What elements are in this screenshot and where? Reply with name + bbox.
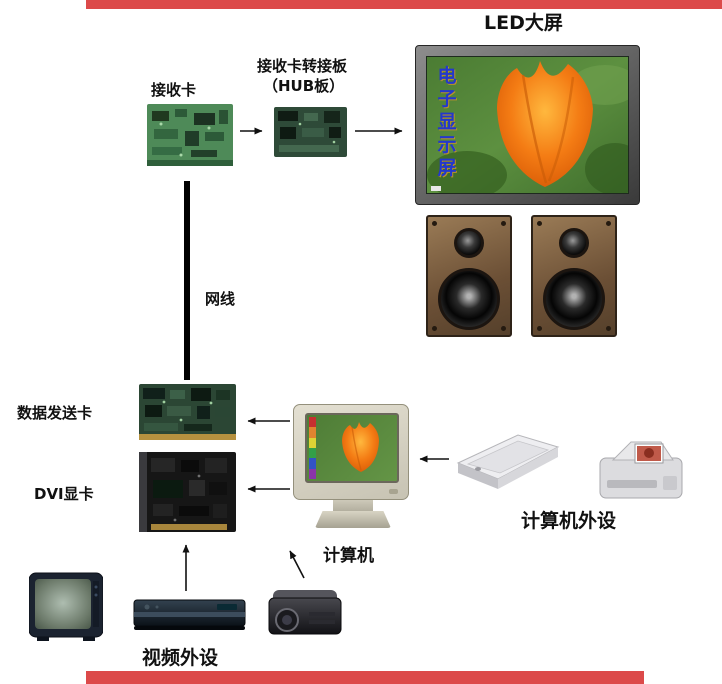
printer-graphic xyxy=(599,441,683,499)
monitor-neck xyxy=(333,500,373,511)
label-computer: 计算机 xyxy=(323,546,374,566)
left-speaker-image xyxy=(426,215,512,337)
label-dvi-card: DVI显卡 xyxy=(34,485,94,503)
label-computer-peripherals: 计算机外设 xyxy=(521,510,617,532)
dvi-card-image xyxy=(139,452,236,536)
tweeter-cone xyxy=(559,228,589,258)
label-hub-board-line2: （HUB板） xyxy=(263,77,345,95)
sending-card-image xyxy=(139,384,236,444)
led-screen-vertical-text: 电子显示屏 xyxy=(437,65,457,179)
monitor-tulip-graphic xyxy=(342,422,379,472)
dvi-card-graphic xyxy=(139,452,236,532)
speaker-screw xyxy=(606,221,611,226)
dvd-player-graphic xyxy=(133,599,246,630)
tv-graphic xyxy=(28,572,104,641)
led-screen-image: 电子显示屏 xyxy=(415,45,640,205)
woofer-cone xyxy=(438,268,500,330)
led-screen-frame: 电子显示屏 xyxy=(415,45,640,205)
receiving-card-graphic xyxy=(147,104,233,166)
led-tulip-graphic xyxy=(427,57,628,193)
pcb-components xyxy=(278,111,341,152)
projector-graphic xyxy=(268,590,342,635)
speaker-screw xyxy=(537,326,542,331)
label-video-peripherals: 视频外设 xyxy=(142,647,219,669)
tweeter-cone xyxy=(454,228,484,258)
pcb-components xyxy=(139,452,227,532)
monitor-power-button xyxy=(389,489,398,494)
receiving-card-image xyxy=(147,104,233,170)
speaker-screw xyxy=(537,221,542,226)
label-hub-board-line1: 接收卡转接板 xyxy=(257,57,348,75)
led-screen-panel: 电子显示屏 xyxy=(426,56,629,194)
speaker-screw xyxy=(432,221,437,226)
monitor-colorbar xyxy=(309,417,316,479)
right-speaker-image xyxy=(531,215,617,337)
monitor-screen xyxy=(305,413,399,483)
pcb-components xyxy=(147,109,233,166)
speaker-screw xyxy=(501,221,506,226)
speaker-screw xyxy=(606,326,611,331)
hub-board-graphic xyxy=(274,107,347,157)
monitor-base xyxy=(315,511,391,528)
speaker-screw xyxy=(501,326,506,331)
monitor-body xyxy=(293,404,409,500)
computer-monitor-image xyxy=(293,404,413,540)
tv-image xyxy=(28,571,104,646)
bottom-red-bar xyxy=(86,671,644,684)
hub-board-image xyxy=(274,107,347,161)
projector-image xyxy=(265,582,345,644)
label-receiving-card: 接收卡 xyxy=(151,81,197,99)
scanner-graphic xyxy=(456,434,560,489)
label-led-screen: LED大屏 xyxy=(484,12,563,34)
sending-card-graphic xyxy=(139,384,236,440)
label-sending-card: 数据发送卡 xyxy=(17,404,93,422)
arrow-projector-to-computer xyxy=(289,550,305,579)
top-red-bar xyxy=(86,0,722,9)
woofer-cone xyxy=(543,268,605,330)
scanner-image xyxy=(452,427,562,497)
dvd-player-image xyxy=(133,594,246,638)
label-network-cable: 网线 xyxy=(205,290,236,308)
printer-image xyxy=(597,436,685,508)
pcb-components xyxy=(139,388,236,440)
speaker-screw xyxy=(432,326,437,331)
